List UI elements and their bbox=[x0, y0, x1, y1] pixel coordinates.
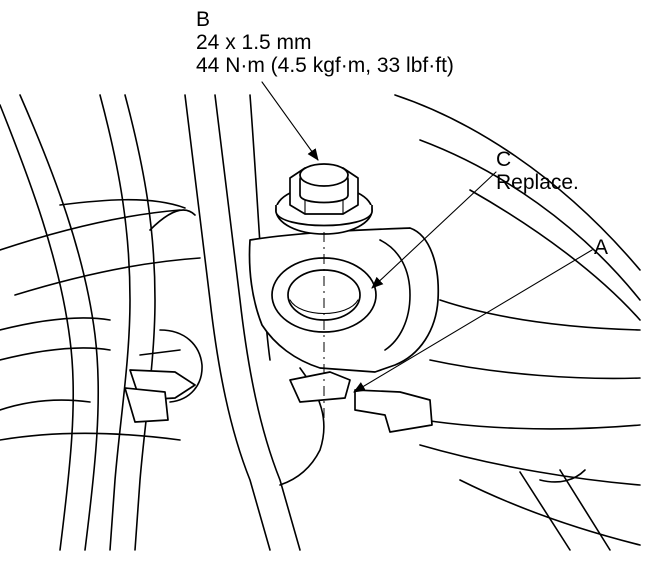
knuckle-housing bbox=[124, 209, 440, 486]
label-b-letter: B bbox=[196, 8, 211, 31]
arrow-c bbox=[371, 171, 497, 289]
arrow-b bbox=[261, 81, 319, 161]
label-a: A bbox=[594, 236, 608, 259]
brake-hoses bbox=[0, 94, 301, 551]
label-b-torque: 44 N·m (4.5 kgf·m, 33 lbf·ft) bbox=[196, 54, 454, 77]
label-b-size: 24 x 1.5 mm bbox=[196, 31, 312, 54]
arrow-a bbox=[353, 249, 593, 393]
label-c-note: Replace. bbox=[496, 171, 579, 194]
flange-bolt-b bbox=[275, 163, 373, 235]
label-b: B 24 x 1.5 mm 44 N·m (4.5 kgf·m, 33 lbf·… bbox=[196, 8, 454, 77]
leader-arrows bbox=[261, 81, 593, 393]
label-a-letter: A bbox=[594, 236, 609, 259]
label-c-letter: C bbox=[496, 148, 512, 171]
label-c: C Replace. bbox=[496, 148, 579, 194]
